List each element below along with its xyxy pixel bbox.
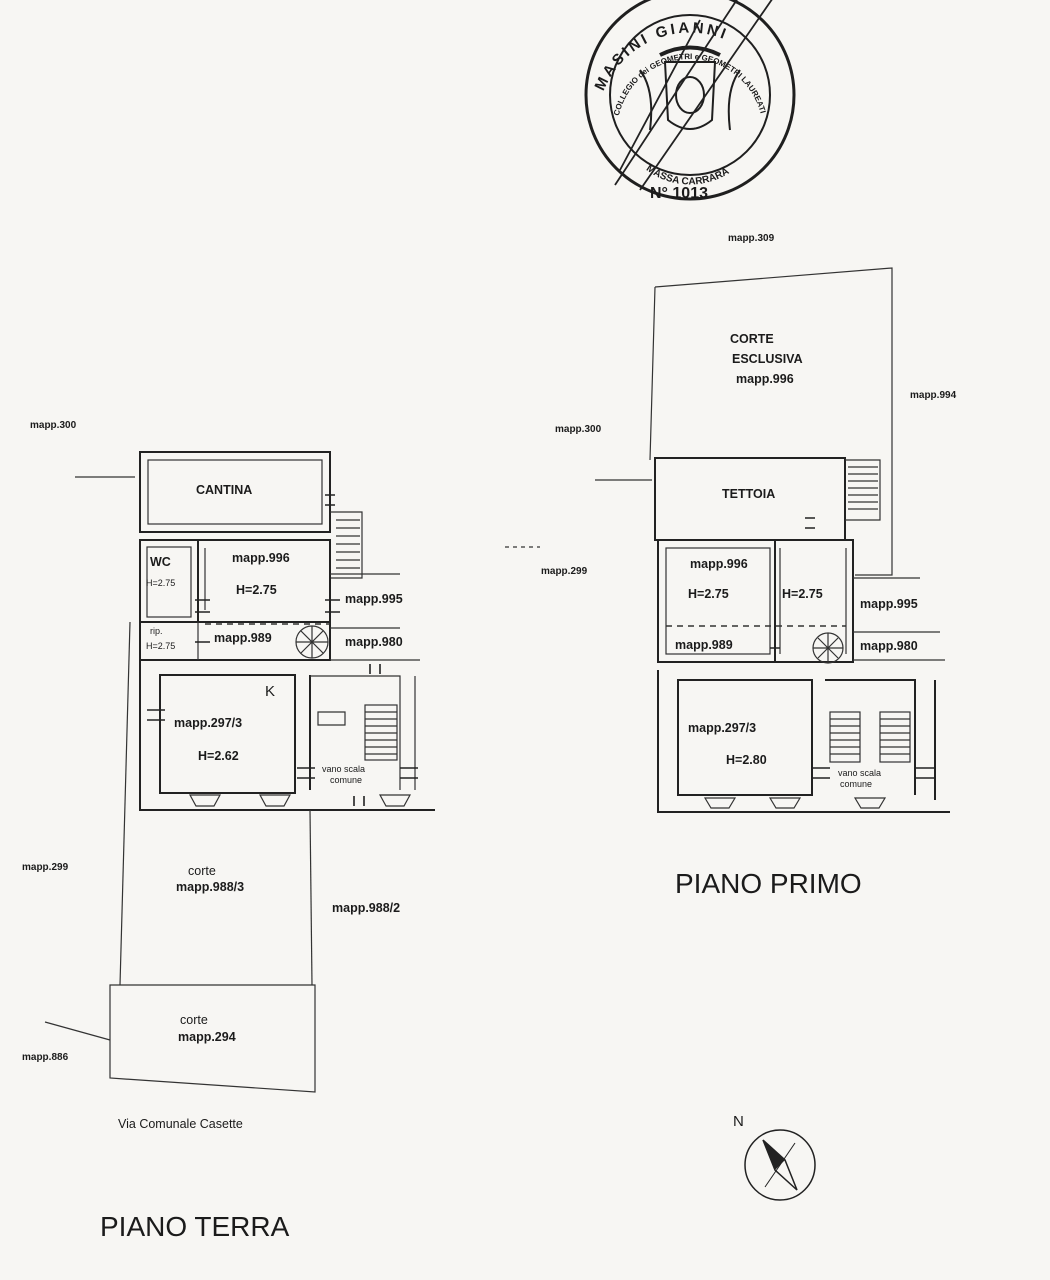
ff-mapp299: mapp.299 — [541, 566, 588, 577]
ff-mapp995: mapp.995 — [860, 597, 918, 611]
cantina-room — [139, 451, 331, 533]
corte2-label: corte — [180, 1013, 208, 1027]
corte2-mapp: mapp.294 — [178, 1030, 236, 1044]
ff-mapp989: mapp.989 — [675, 638, 733, 652]
first-upper-rooms — [657, 539, 854, 663]
gf-vano-scala: vano scala — [322, 764, 365, 774]
first-floor-title: PIANO PRIMO — [675, 868, 862, 899]
gf-mapp300: mapp.300 — [30, 420, 77, 431]
stair-tettoia — [845, 459, 881, 521]
first-kitchen-room — [677, 679, 813, 796]
gf-mapp988-2: mapp.988/2 — [332, 901, 400, 915]
ground-floor-plan — [44, 451, 435, 1093]
corte1-label: corte — [188, 864, 216, 878]
ground-floor-title: PIANO TERRA — [100, 1211, 290, 1242]
street-label: Via Comunale Casette — [118, 1117, 243, 1131]
ff-height-a: H=2.75 — [688, 587, 729, 601]
kitchen-room — [159, 674, 296, 794]
tettoia-label: TETTOIA — [722, 487, 775, 501]
ground-rip-row — [139, 621, 331, 661]
gf-mapp886: mapp.886 — [22, 1052, 69, 1063]
wc-height: H=2.75 — [146, 578, 175, 588]
corte-294-area — [109, 984, 316, 1093]
ff-mapp297: mapp.297/3 — [688, 721, 756, 735]
ff-mapp994: mapp.994 — [910, 390, 957, 401]
ff-mapp309: mapp.309 — [728, 233, 775, 244]
ff-vano-comune: comune — [840, 779, 872, 789]
stair-common-ground — [317, 704, 398, 761]
gf-mapp297: mapp.297/3 — [174, 716, 242, 730]
gf-vano-comune: comune — [330, 775, 362, 785]
ground-kitchen-walls — [139, 660, 435, 811]
cantina-label: CANTINA — [196, 483, 252, 497]
gf-mapp995: mapp.995 — [345, 592, 403, 606]
gf-mapp299: mapp.299 — [22, 862, 69, 873]
stamp-number: N° 1013 — [650, 185, 708, 202]
first-floor-plan — [505, 267, 950, 813]
corte-excl-1: CORTE — [730, 332, 774, 346]
corte-esclusiva-area — [649, 267, 893, 576]
rip-height: H=2.75 — [146, 641, 175, 651]
gf-mapp989: mapp.989 — [214, 631, 272, 645]
stair-common-first — [829, 711, 911, 763]
gf-mapp996-label: mapp.996 — [232, 551, 290, 565]
stamp-crest-icon — [639, 45, 741, 131]
corte-excl-mapp: mapp.996 — [736, 372, 794, 386]
ff-mapp996: mapp.996 — [690, 557, 748, 571]
corte-excl-2: ESCLUSIVA — [732, 352, 803, 366]
gf-mapp980: mapp.980 — [345, 635, 403, 649]
stair-cantina — [330, 511, 363, 579]
ff-height-b: H=2.75 — [782, 587, 823, 601]
ff-vano-scala: vano scala — [838, 768, 881, 778]
ff-mapp300: mapp.300 — [555, 424, 602, 435]
gf-height-main: H=2.75 — [236, 583, 277, 597]
surveyor-stamp: MASINI GIANNI COLLEGIO dei GEOMETRI e GE… — [584, 0, 796, 202]
rip-label: rip. — [150, 626, 163, 636]
corte1-mapp: mapp.988/3 — [176, 880, 244, 894]
wc-label: WC — [150, 555, 171, 569]
ff-mapp980: mapp.980 — [860, 639, 918, 653]
gf-height-262: H=2.62 — [198, 749, 239, 763]
kitchen-marker: K — [265, 683, 275, 700]
north-compass-icon: N — [733, 1113, 816, 1201]
ff-height-280: H=2.80 — [726, 753, 767, 767]
compass-north-label: N — [733, 1113, 744, 1130]
signature-strokes — [614, 0, 773, 191]
